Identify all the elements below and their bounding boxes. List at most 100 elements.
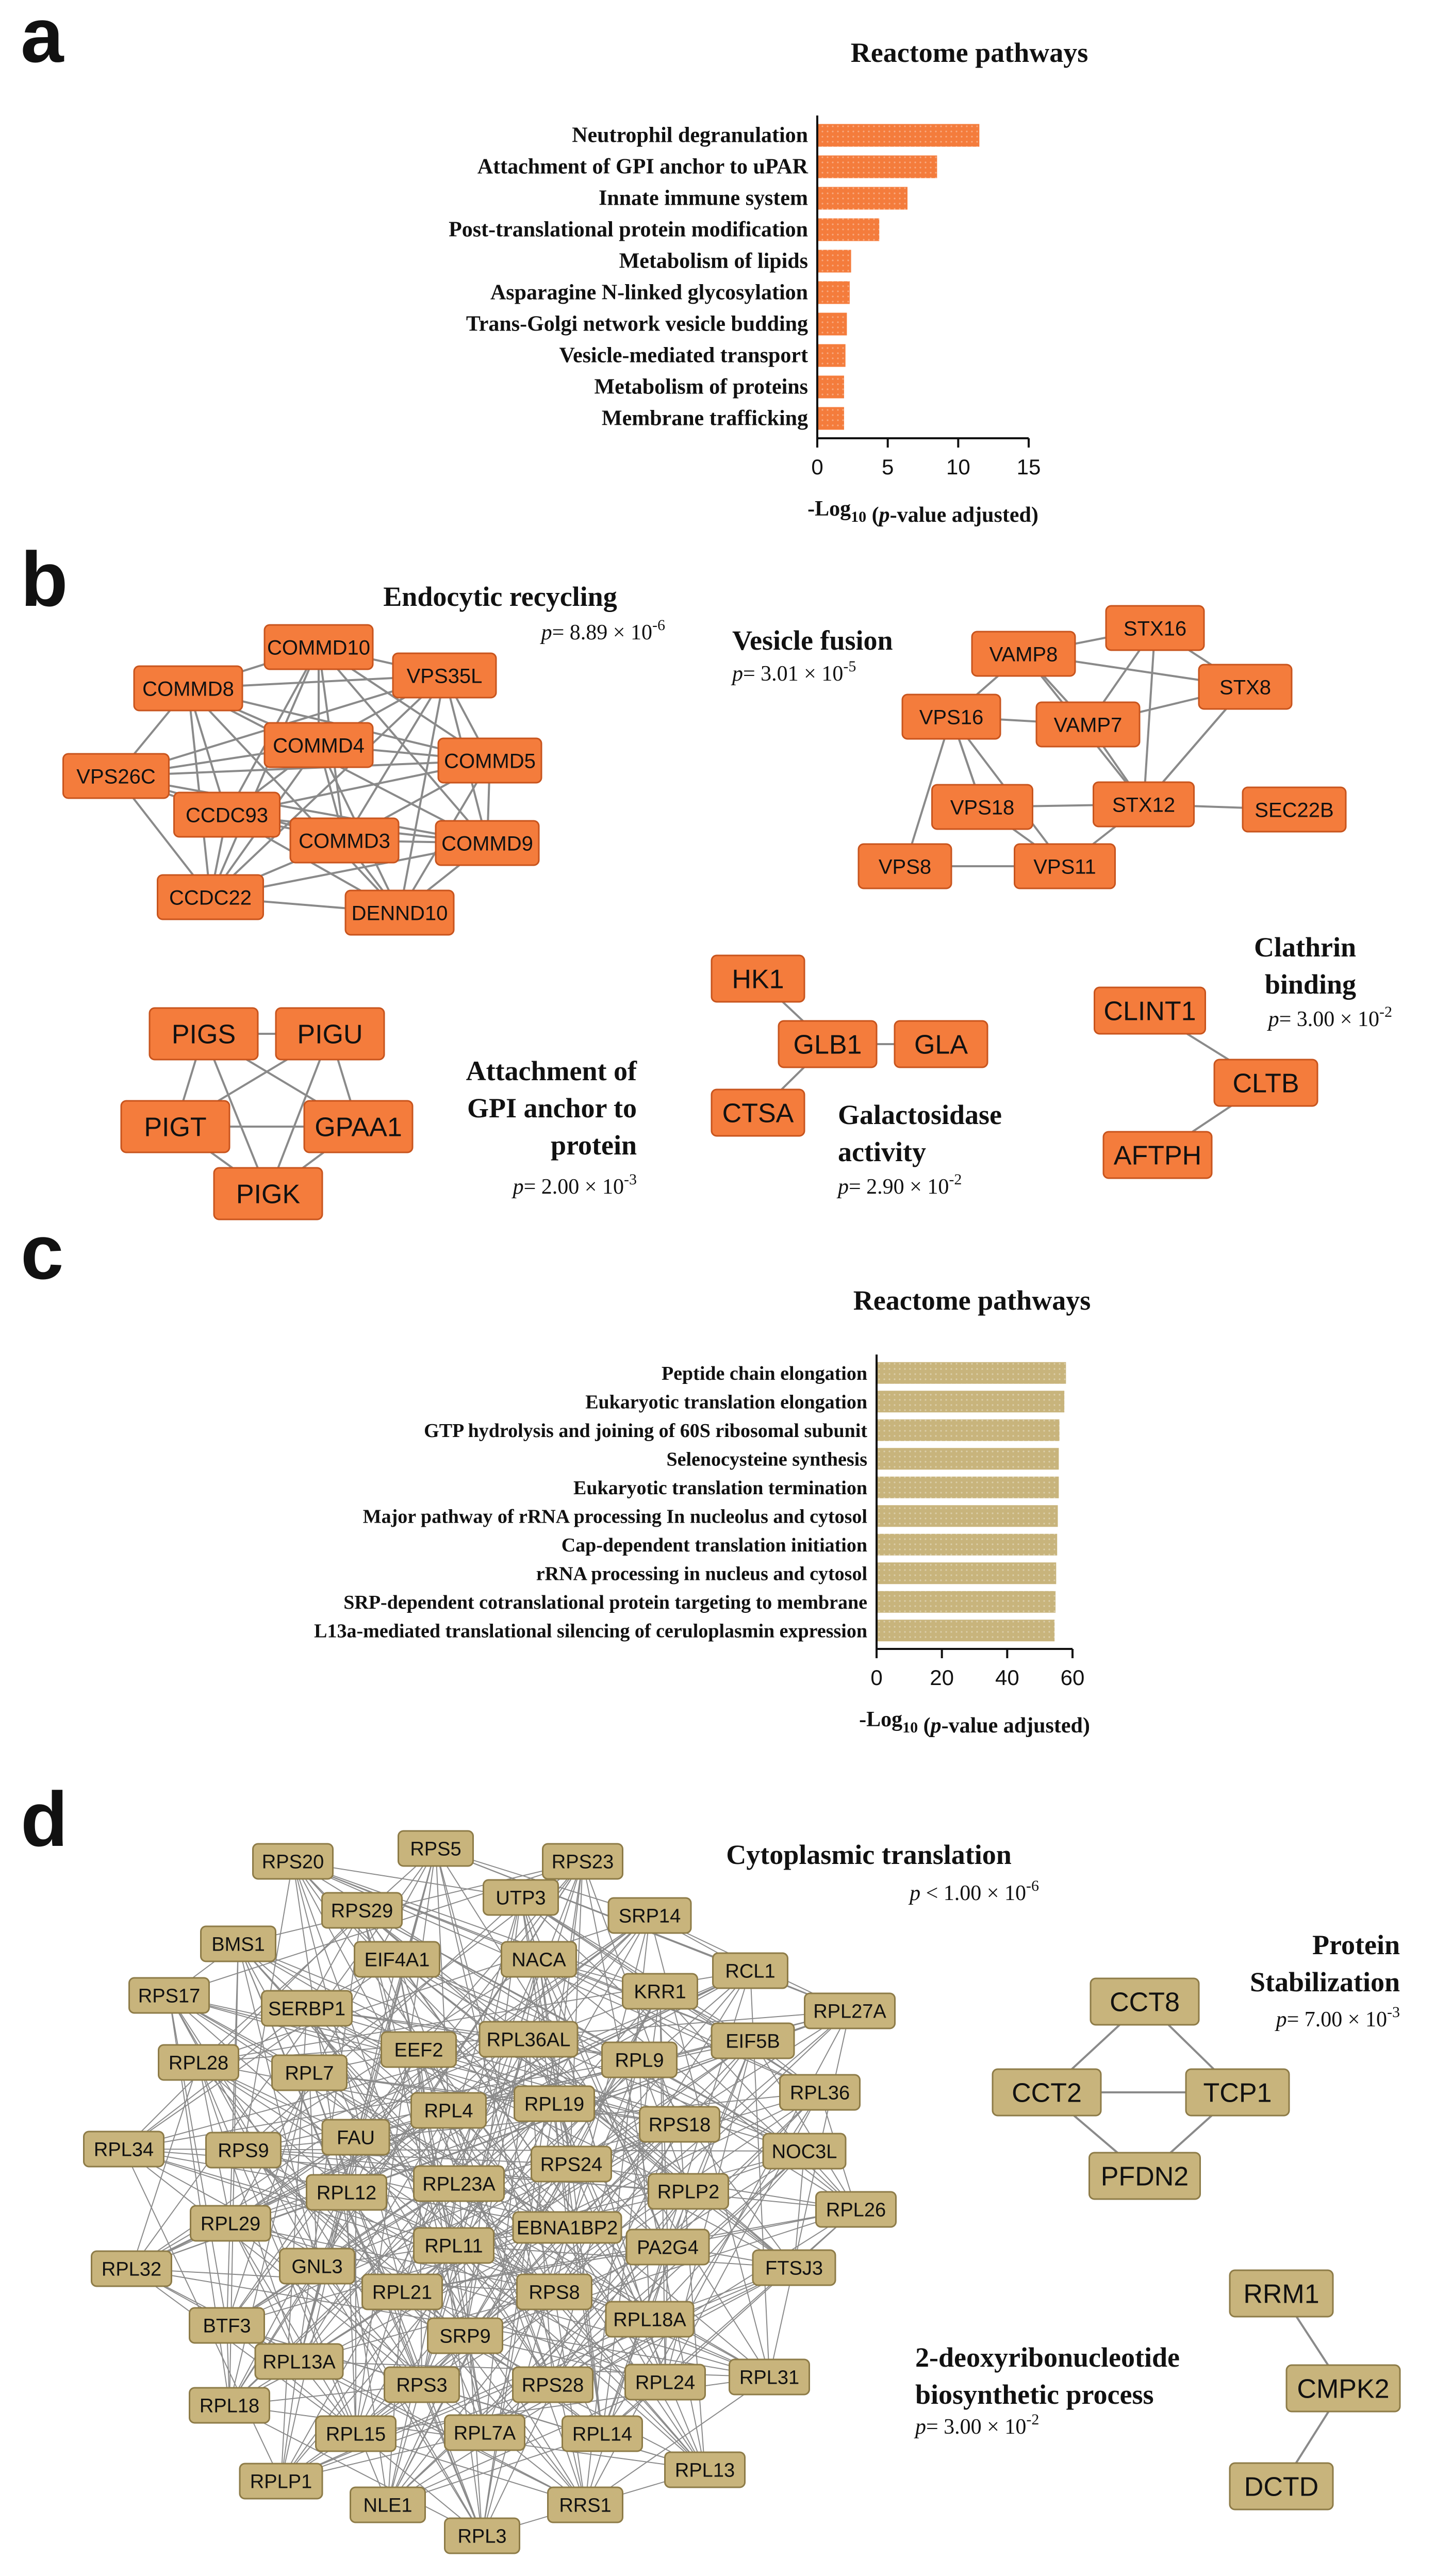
node-d1 (762, 2133, 847, 2170)
network-edge (116, 775, 488, 844)
node-d1-label: RRS1 (559, 2495, 611, 2517)
network-edge (309, 2072, 680, 2125)
panel-letter-d: d (21, 1776, 68, 1862)
network-edge (238, 1861, 583, 1944)
network-edge (752, 2040, 856, 2210)
network-title-d3: biosynthetic process (915, 2379, 1154, 2410)
network-edge (659, 1991, 856, 2210)
node-d1-label: EEF2 (394, 2040, 443, 2061)
p-value-part: -6 (1026, 1877, 1039, 1894)
node-b2-label: STX8 (1219, 676, 1271, 699)
node-d1-label: RPL13A (262, 2352, 336, 2373)
node-d1 (779, 2074, 861, 2111)
node-d3 (1285, 2364, 1401, 2413)
network-title-d3: 2-deoxyribonucleotide (915, 2342, 1180, 2373)
x-axis-label-part: ( (918, 1714, 931, 1738)
network-edge (435, 1848, 770, 2377)
node-d1-label: KRR1 (634, 1981, 686, 2003)
node-d1 (711, 2022, 795, 2059)
x-tick-label: 60 (1061, 1665, 1085, 1690)
node-b2 (971, 631, 1076, 677)
node-d1-label: FAU (337, 2127, 375, 2149)
p-value-b2: p= 3.01 × 10-5 (731, 658, 856, 686)
category-label: Innate immune system (599, 187, 808, 210)
p-value-part: = 2.00 × 10 (524, 1175, 624, 1199)
node-d1 (321, 1892, 403, 1929)
node-d1 (547, 2486, 623, 2523)
p-value-part: = 7.00 × 10 (1287, 2008, 1387, 2032)
p-value-b5: p= 3.00 × 10-2 (1267, 1003, 1392, 1031)
p-value-d1: p < 1.00 × 10-6 (908, 1877, 1039, 1905)
node-b3-label: PIGK (236, 1180, 301, 1210)
node-d1 (512, 2211, 622, 2244)
network-title-d2: Protein (1312, 1929, 1400, 1960)
node-b3-label: PIGU (297, 1020, 362, 1050)
node-b1-label: COMMD9 (441, 832, 533, 855)
network-edge (343, 674, 446, 841)
node-b1 (173, 791, 281, 838)
node-d1 (315, 2415, 397, 2452)
bar (817, 281, 850, 304)
node-d1-label: RPL7 (285, 2063, 334, 2085)
bar (877, 1419, 1060, 1441)
bar (817, 344, 846, 367)
node-d1 (622, 1973, 698, 2010)
node-d1-label: SRP9 (439, 2326, 490, 2348)
node-d1-label: RPL34 (94, 2139, 154, 2161)
node-d1 (413, 2165, 505, 2202)
node-b5-label: CLTB (1232, 1069, 1299, 1099)
network-edge (453, 2151, 805, 2246)
node-b4 (711, 954, 805, 1003)
network-edge (309, 2072, 555, 2104)
network-edge (229, 2266, 318, 2406)
node-d1 (189, 2307, 265, 2344)
node-d1 (306, 2174, 387, 2211)
node-b5-label: CLINT1 (1103, 997, 1196, 1027)
node-b5-label: AFTPH (1114, 1141, 1201, 1171)
x-tick-label: 15 (1017, 455, 1041, 479)
network-edge (361, 1910, 529, 2040)
bar (877, 1533, 1058, 1556)
node-d1 (128, 1977, 210, 2014)
p-value-part: p (1267, 1008, 1279, 1031)
node-b1 (157, 874, 264, 920)
bar (877, 1620, 1055, 1642)
network-edge (528, 2039, 689, 2192)
node-d2-label: CCT8 (1110, 1988, 1180, 2018)
node-b5 (1213, 1059, 1318, 1107)
network-edge (198, 1915, 650, 2063)
network-title-b4: Galactosidase (838, 1099, 1002, 1130)
node-d1 (444, 2414, 525, 2451)
network-edge (299, 2361, 586, 2505)
network-edge (281, 2384, 553, 2482)
network-edge (453, 2039, 529, 2246)
network-edge (306, 2008, 640, 2060)
network-edge (169, 1995, 318, 2267)
node-d1-label: RPLP1 (250, 2471, 312, 2493)
x-tick-label: 5 (882, 455, 894, 479)
node-b1-label: VPS26C (76, 765, 155, 788)
node-b2-label: VPS18 (950, 796, 1015, 819)
network-edge (309, 2072, 318, 2267)
node-d1 (664, 2451, 746, 2488)
node-b2-label: VPS11 (1033, 855, 1096, 878)
node-b1-label: COMMD8 (142, 678, 234, 700)
category-label: Asparagine N-linked glycosylation (490, 281, 808, 305)
network-title-d1: Cytoplasmic translation (726, 1839, 1012, 1870)
node-d1-label: RPS24 (540, 2154, 602, 2176)
node-b2 (901, 693, 1001, 740)
node-d1-label: RPL4 (424, 2101, 473, 2122)
node-b3-label: PIGS (172, 1020, 236, 1050)
network-edge (123, 2039, 529, 2150)
p-value-part: p (731, 662, 743, 686)
network-edge (243, 1897, 521, 2151)
node-d1-label: RPS28 (522, 2375, 584, 2397)
network-edge (230, 2110, 449, 2224)
node-d1-label: RPL19 (524, 2094, 584, 2116)
p-value-part: -6 (652, 617, 665, 634)
network-edge (238, 1943, 555, 2104)
network-edge (448, 1915, 650, 2111)
node-d1 (410, 2092, 487, 2129)
network-edge (538, 1959, 820, 2093)
